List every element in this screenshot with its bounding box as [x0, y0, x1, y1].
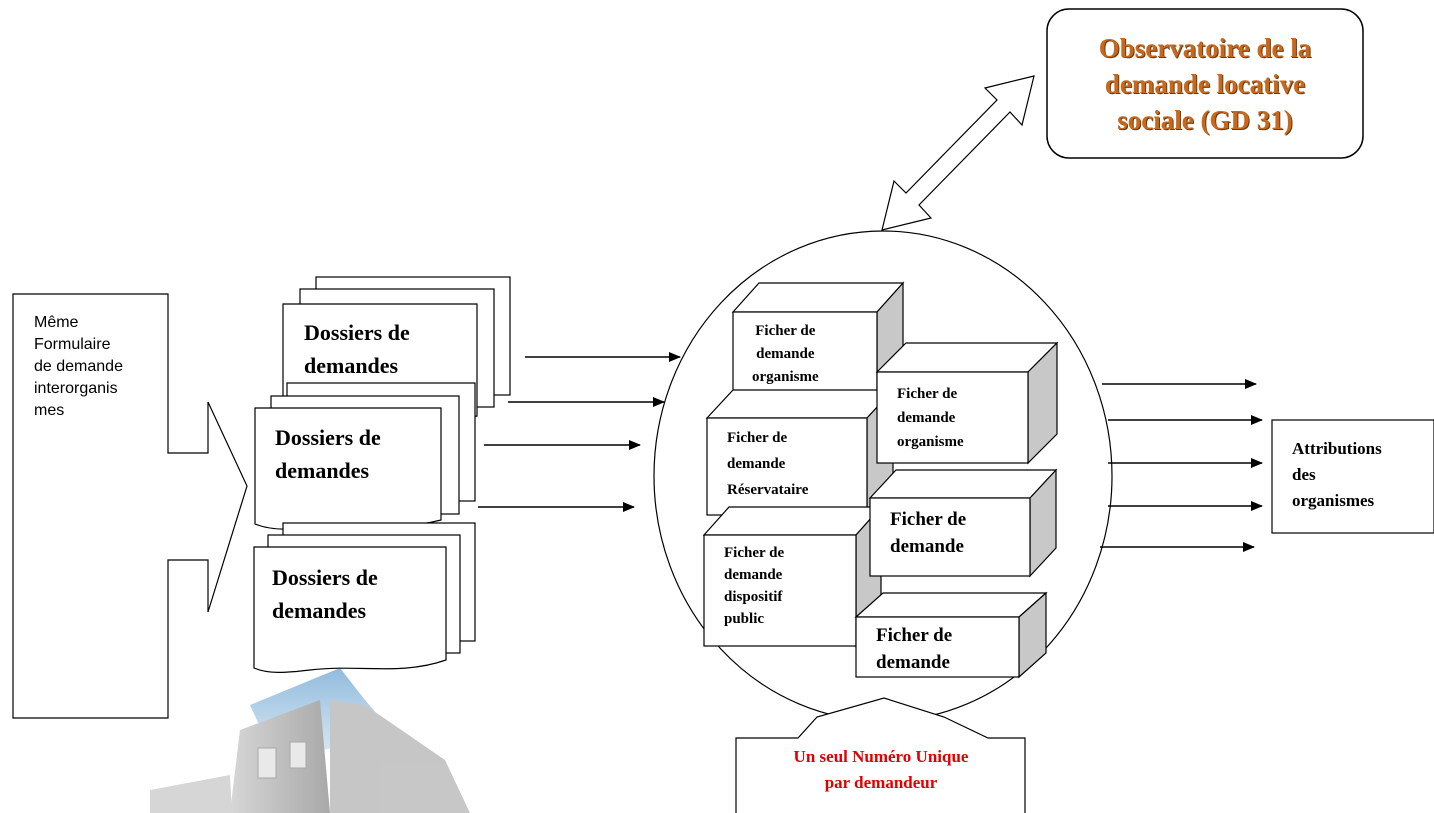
fichier-boxes: [702, 281, 1059, 679]
observatoire-label: Observatoire de la demande locative soci…: [1052, 30, 1358, 138]
fichier-label-1: Ficher de demande organisme: [752, 323, 819, 385]
output-arrows: [1100, 379, 1263, 552]
dossier-stack-2: [254, 382, 476, 530]
dossier-label-3: Dossiers de demandes: [272, 565, 378, 623]
dossier-stack-3: [253, 522, 476, 673]
formulaire-shape: [12, 293, 248, 719]
attributions-box: [1271, 419, 1434, 534]
fichier-label-3: Ficher de demande Réservataire: [727, 430, 809, 498]
numero-callout: [735, 697, 1026, 813]
observatoire-box: [1046, 8, 1364, 159]
dossier-label-2: Dossiers de demandes: [275, 425, 381, 483]
numero-unique-label: Un seul Numéro Unique par demandeur: [793, 747, 969, 792]
formulaire-label: Même Formulaire de demande interorganis …: [34, 314, 123, 419]
input-arrows: [478, 352, 681, 512]
observatoire-line-3: sociale (GD 31): [1117, 105, 1293, 135]
fichier-label-5: Ficher de demande dispositif public: [724, 545, 785, 627]
house-watermark-icon: [150, 668, 470, 813]
fichier-label-6: Ficher de demande: [876, 625, 953, 673]
fichier-label-2: Ficher de demande organisme: [897, 386, 964, 450]
attributions-label: Attributions des organismes: [1292, 439, 1382, 510]
double-arrow: [881, 75, 1035, 231]
observatoire-line-2: demande locative: [1104, 69, 1306, 99]
observatoire-line-1: Observatoire de la: [1098, 33, 1312, 63]
fichier-label-4: Ficher de demande: [890, 509, 967, 557]
dossier-label-1: Dossiers de demandes: [304, 320, 410, 378]
